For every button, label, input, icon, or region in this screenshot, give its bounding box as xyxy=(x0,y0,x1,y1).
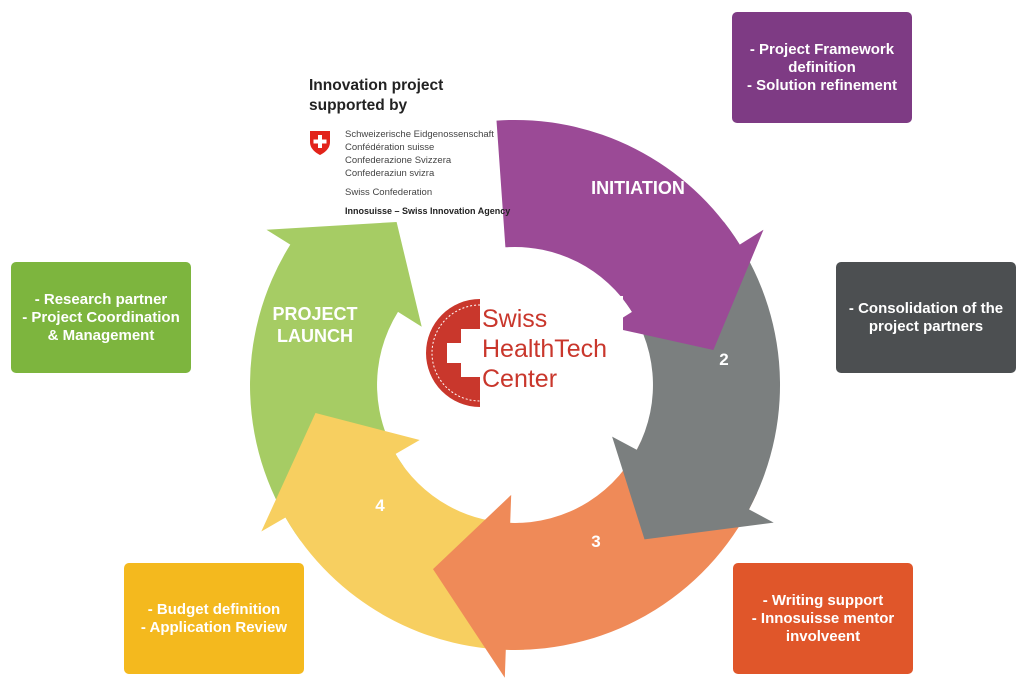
logo-line: Swiss xyxy=(482,305,548,333)
box-line: - Solution refinement xyxy=(747,76,897,94)
stage2-box: - Consolidation of the project partners xyxy=(836,262,1016,373)
stage4-box: - Budget definition - Application Review xyxy=(124,563,304,674)
launch-line: LAUNCH xyxy=(277,326,353,346)
swiss-shield-icon xyxy=(310,131,330,155)
box-line: - Innosuisse mentor xyxy=(751,609,895,627)
support-heading-2: supported by xyxy=(309,97,408,114)
box-line: involveent xyxy=(785,627,861,645)
federation-line: Confederaziun svizra xyxy=(345,168,435,179)
swiss-healthtech-center-logo: Swiss HealthTech Center xyxy=(423,296,623,411)
agency-name: Innosuisse – Swiss Innovation Agency xyxy=(345,206,511,216)
arrow-initiation xyxy=(496,119,764,350)
logo-line: Center xyxy=(482,365,558,393)
box-line: - Project Framework xyxy=(749,40,895,58)
support-heading-1: Innovation project xyxy=(309,77,444,94)
support-block: Innovation project supported by Schweize… xyxy=(309,76,539,216)
box-line: - Writing support xyxy=(762,591,884,609)
swiss-confederation: Swiss Confederation xyxy=(345,187,433,198)
box-line: - Research partner xyxy=(34,290,168,308)
box-line: project partners xyxy=(868,317,984,335)
logo-line: HealthTech xyxy=(482,335,608,363)
box-line: definition xyxy=(788,58,856,76)
federation-line: Confédération suisse xyxy=(345,142,435,153)
stage-2-label: 2 xyxy=(719,350,729,369)
federation-line: Confederazione Svizzera xyxy=(345,155,452,166)
box-line: & Management xyxy=(47,326,155,344)
stage-launch-label: PROJECT LAUNCH xyxy=(255,303,375,347)
box-line: - Project Coordination xyxy=(22,308,180,326)
stage-4-label: 4 xyxy=(375,496,385,515)
stage-initiation-label: INITIATION xyxy=(591,178,685,198)
box-line: - Budget definition xyxy=(147,600,281,618)
launch-line: PROJECT xyxy=(272,304,358,324)
logo-cross-icon xyxy=(426,299,481,407)
launch-box: - Research partner - Project Coordinatio… xyxy=(11,262,191,373)
initiation-box: - Project Framework definition - Solutio… xyxy=(732,12,912,123)
box-line: - Application Review xyxy=(140,618,288,636)
stage3-box: - Writing support - Innosuisse mentor in… xyxy=(733,563,913,674)
stage-3-label: 3 xyxy=(591,532,601,551)
box-line: - Consolidation of the xyxy=(848,299,1004,317)
federation-line: Schweizerische Eidgenossenschaft xyxy=(345,129,494,140)
